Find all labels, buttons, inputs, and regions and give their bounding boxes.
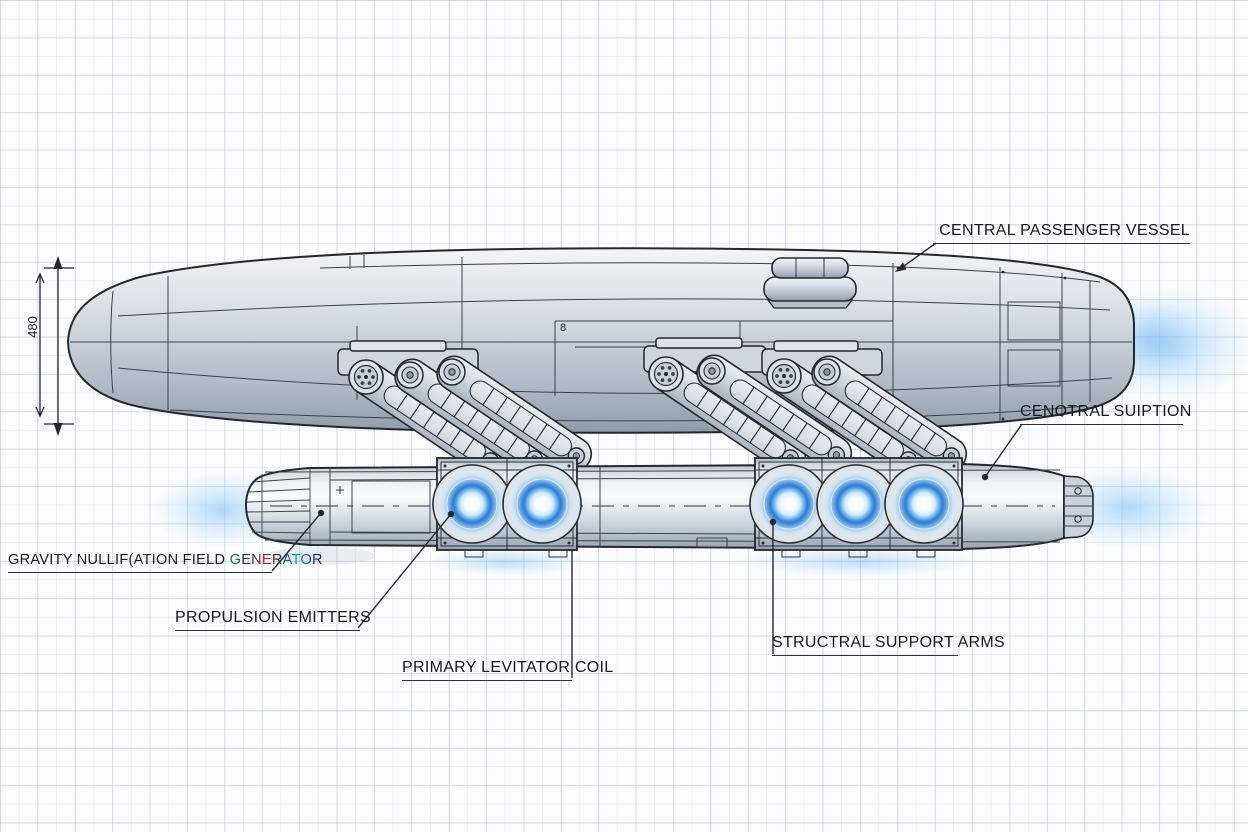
label-gravity-generator-main: GRAVITY NULLIF(ATION FIELD (8, 552, 230, 568)
label-propulsion-emitters: PROPULSION EMITTERS (175, 609, 371, 631)
label-primary-levitator-coil-text: PRIMARY LEVITATOR COIL (402, 659, 614, 676)
dimension-marker (35, 256, 74, 436)
hull-panel-mark: 8 (560, 322, 566, 334)
label-structural-support-arms: STRUCTRAL SUPPORT ARMS (772, 634, 1005, 656)
dimension-value: 480 (25, 316, 40, 338)
label-central-passenger-vessel: CENTRAL PASSENGER VESSEL (933, 222, 1190, 244)
leader-lines (271, 242, 1023, 678)
levitator-coils (425, 457, 971, 558)
label-structural-support-arms-text: STRUCTRAL SUPPORT ARMS (772, 634, 1006, 651)
roof-pod (763, 257, 857, 309)
label-propulsion-emitters-text: PROPULSION EMITTERS (175, 609, 371, 626)
label-cenotral-suiption: CENOTRAL SUIPTION (1020, 403, 1191, 425)
label-gravity-nullification-field-generator: GRAVITY NULLIF(ATION FIELD GENERATOR (8, 551, 323, 573)
label-central-passenger-vessel-text: CENTRAL PASSENGER VESSEL (939, 222, 1190, 239)
label-cenotral-suiption-text: CENOTRAL SUIPTION (1020, 403, 1192, 420)
label-primary-levitator-coil: PRIMARY LEVITATOR COIL (402, 659, 613, 681)
label-gravity-generator-accent: GENERATOR (229, 552, 323, 568)
upper-vessel: 8 (66, 247, 1135, 434)
support-arms (337, 337, 974, 484)
